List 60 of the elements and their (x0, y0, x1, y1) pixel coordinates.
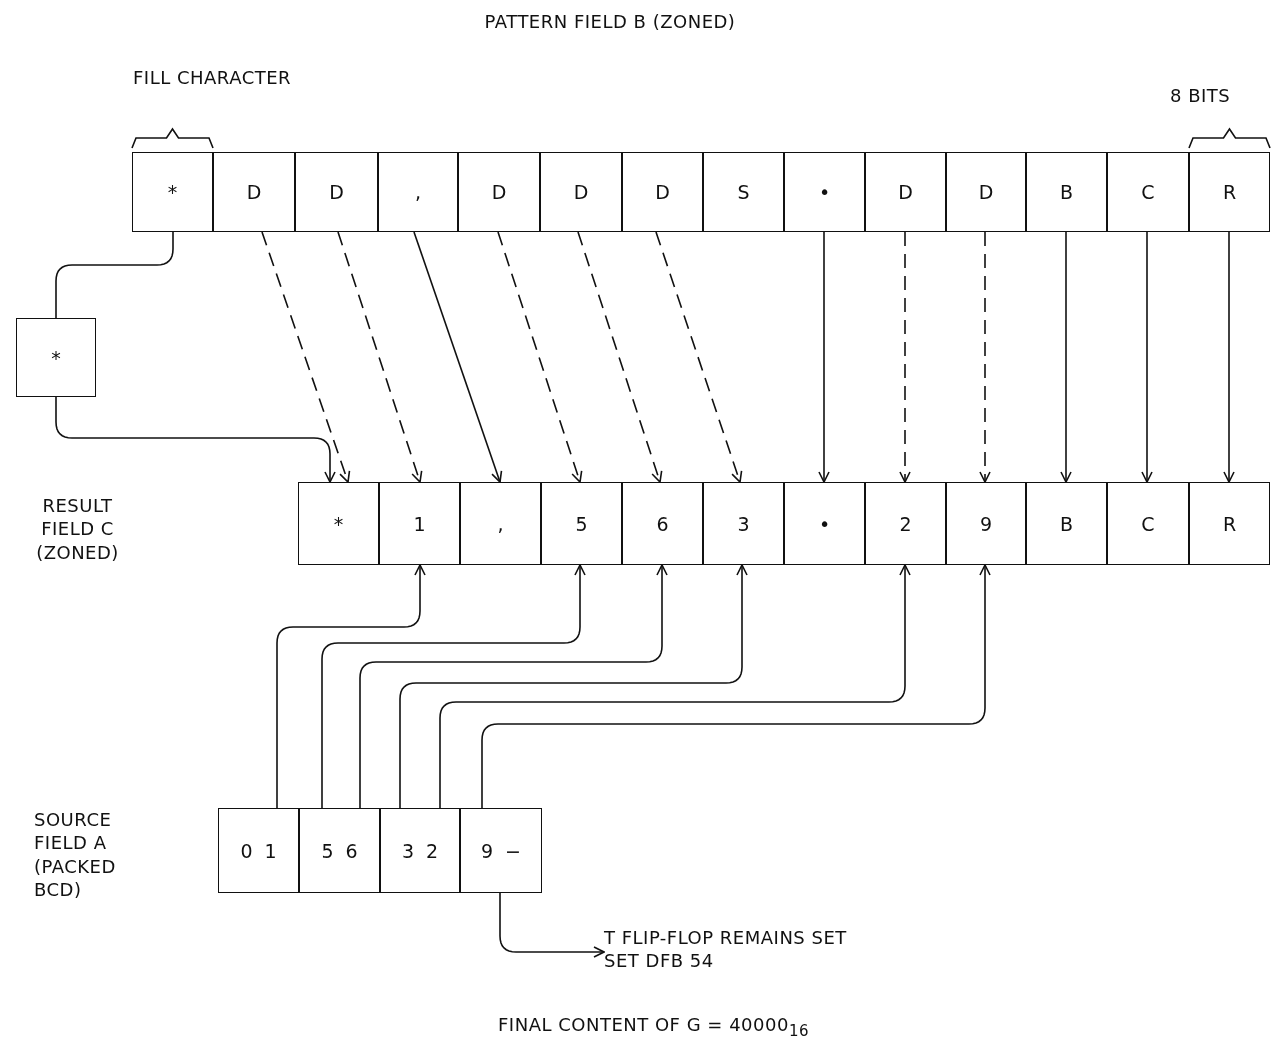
arrow (55, 396, 336, 483)
fill-character-box: * (16, 318, 96, 397)
dashed-arrow (497, 231, 583, 483)
result-cell: * (298, 482, 379, 565)
arrow (1141, 231, 1153, 483)
pattern-cell: S (703, 152, 784, 232)
result-cell: 9 (946, 482, 1026, 565)
pattern-cell: D (865, 152, 946, 232)
pattern-cell: D (295, 152, 378, 232)
arrow (439, 564, 911, 809)
result-cell: B (1026, 482, 1107, 565)
pattern-cell: D (540, 152, 622, 232)
pattern-cell: D (458, 152, 540, 232)
pattern-cell: R (1189, 152, 1270, 232)
source-cell: 3 2 (380, 808, 460, 893)
arrow (818, 231, 830, 483)
note-text: T FLIP-FLOP REMAINS SET (604, 926, 847, 950)
result-cell: 5 (541, 482, 622, 565)
result-cell: R (1189, 482, 1270, 565)
connector-line (55, 231, 174, 319)
dashed-arrow (979, 231, 991, 483)
dashed-arrow (337, 231, 423, 483)
arrow (399, 564, 748, 809)
dashed-arrow (655, 231, 743, 483)
result-cell: 1 (379, 482, 460, 565)
note-text: SET DFB 54 (604, 949, 715, 973)
result-cell: 6 (622, 482, 703, 565)
arrow (1223, 231, 1235, 483)
pattern-cell: D (213, 152, 295, 232)
arrow (413, 231, 503, 483)
footer-text: FINAL CONTENT OF G = 40000$_{16}$ (498, 1013, 810, 1042)
pattern-cell: C (1107, 152, 1189, 232)
result-cell: 3 (703, 482, 784, 565)
dashed-arrow (261, 231, 351, 483)
arrow (481, 564, 991, 809)
arrow (321, 564, 586, 809)
source-cell: 9 − (460, 808, 542, 893)
label-text: 8 BITS (1170, 84, 1232, 108)
result-cell: • (784, 482, 865, 565)
arrow (276, 564, 426, 809)
arrow (1060, 231, 1072, 483)
source-cell: 0 1 (218, 808, 299, 893)
dashed-arrow (899, 231, 911, 483)
result-cell: , (460, 482, 541, 565)
result-cell: C (1107, 482, 1189, 565)
pattern-cell: D (946, 152, 1026, 232)
pattern-cell: , (378, 152, 458, 232)
field-label: RESULT FIELD C (ZONED) (35, 494, 120, 565)
arrow (499, 892, 605, 958)
title: PATTERN FIELD B (ZONED) (483, 10, 737, 34)
field-label: SOURCE FIELD A (PACKED BCD) (34, 808, 117, 902)
result-cell: 2 (865, 482, 946, 565)
pattern-cell: * (132, 152, 213, 232)
pattern-cell: D (622, 152, 703, 232)
arrow (359, 564, 668, 809)
label-text: FILL CHARACTER (133, 66, 293, 90)
source-cell: 5 6 (299, 808, 380, 893)
pattern-cell: • (784, 152, 865, 232)
pattern-cell: B (1026, 152, 1107, 232)
dashed-arrow (577, 231, 663, 483)
